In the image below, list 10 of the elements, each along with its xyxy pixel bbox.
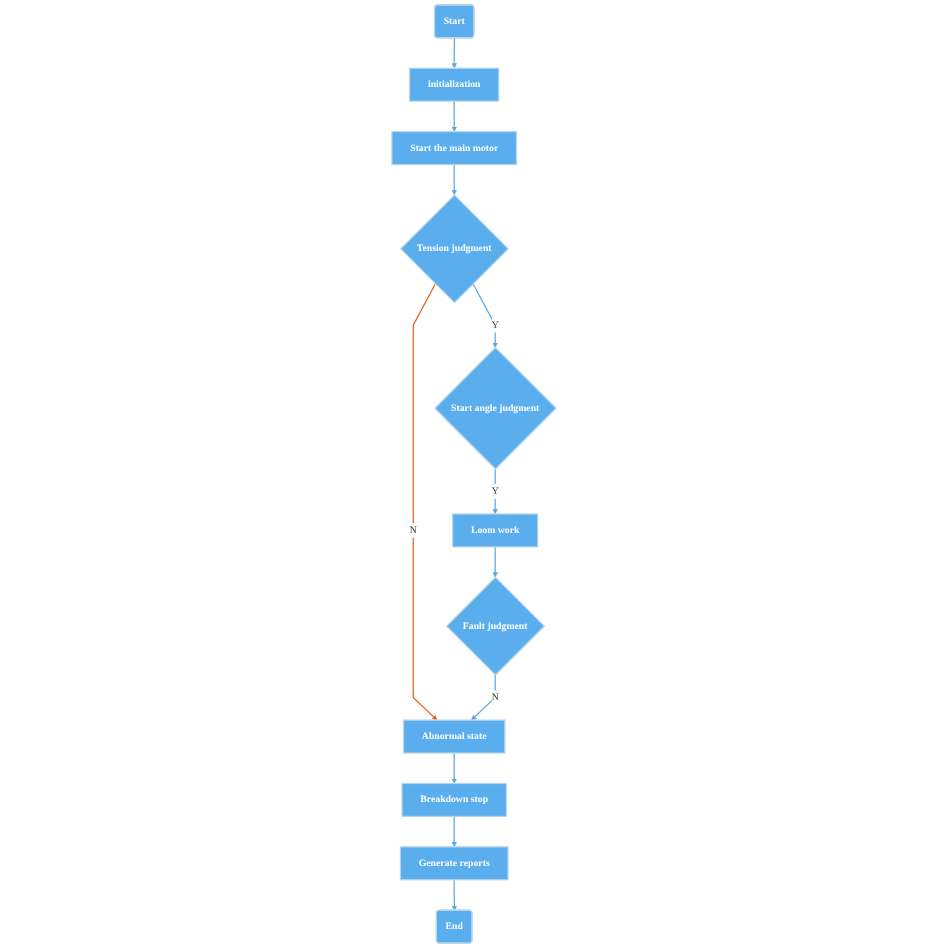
arrow [451, 815, 457, 848]
arrow [451, 37, 457, 69]
arrow [451, 752, 457, 784]
arrow [412, 283, 438, 721]
arrow [451, 879, 458, 911]
arrow [492, 546, 498, 578]
arrow [451, 163, 457, 196]
arrow [471, 674, 496, 721]
arrow [451, 100, 457, 132]
arrow [492, 468, 498, 515]
